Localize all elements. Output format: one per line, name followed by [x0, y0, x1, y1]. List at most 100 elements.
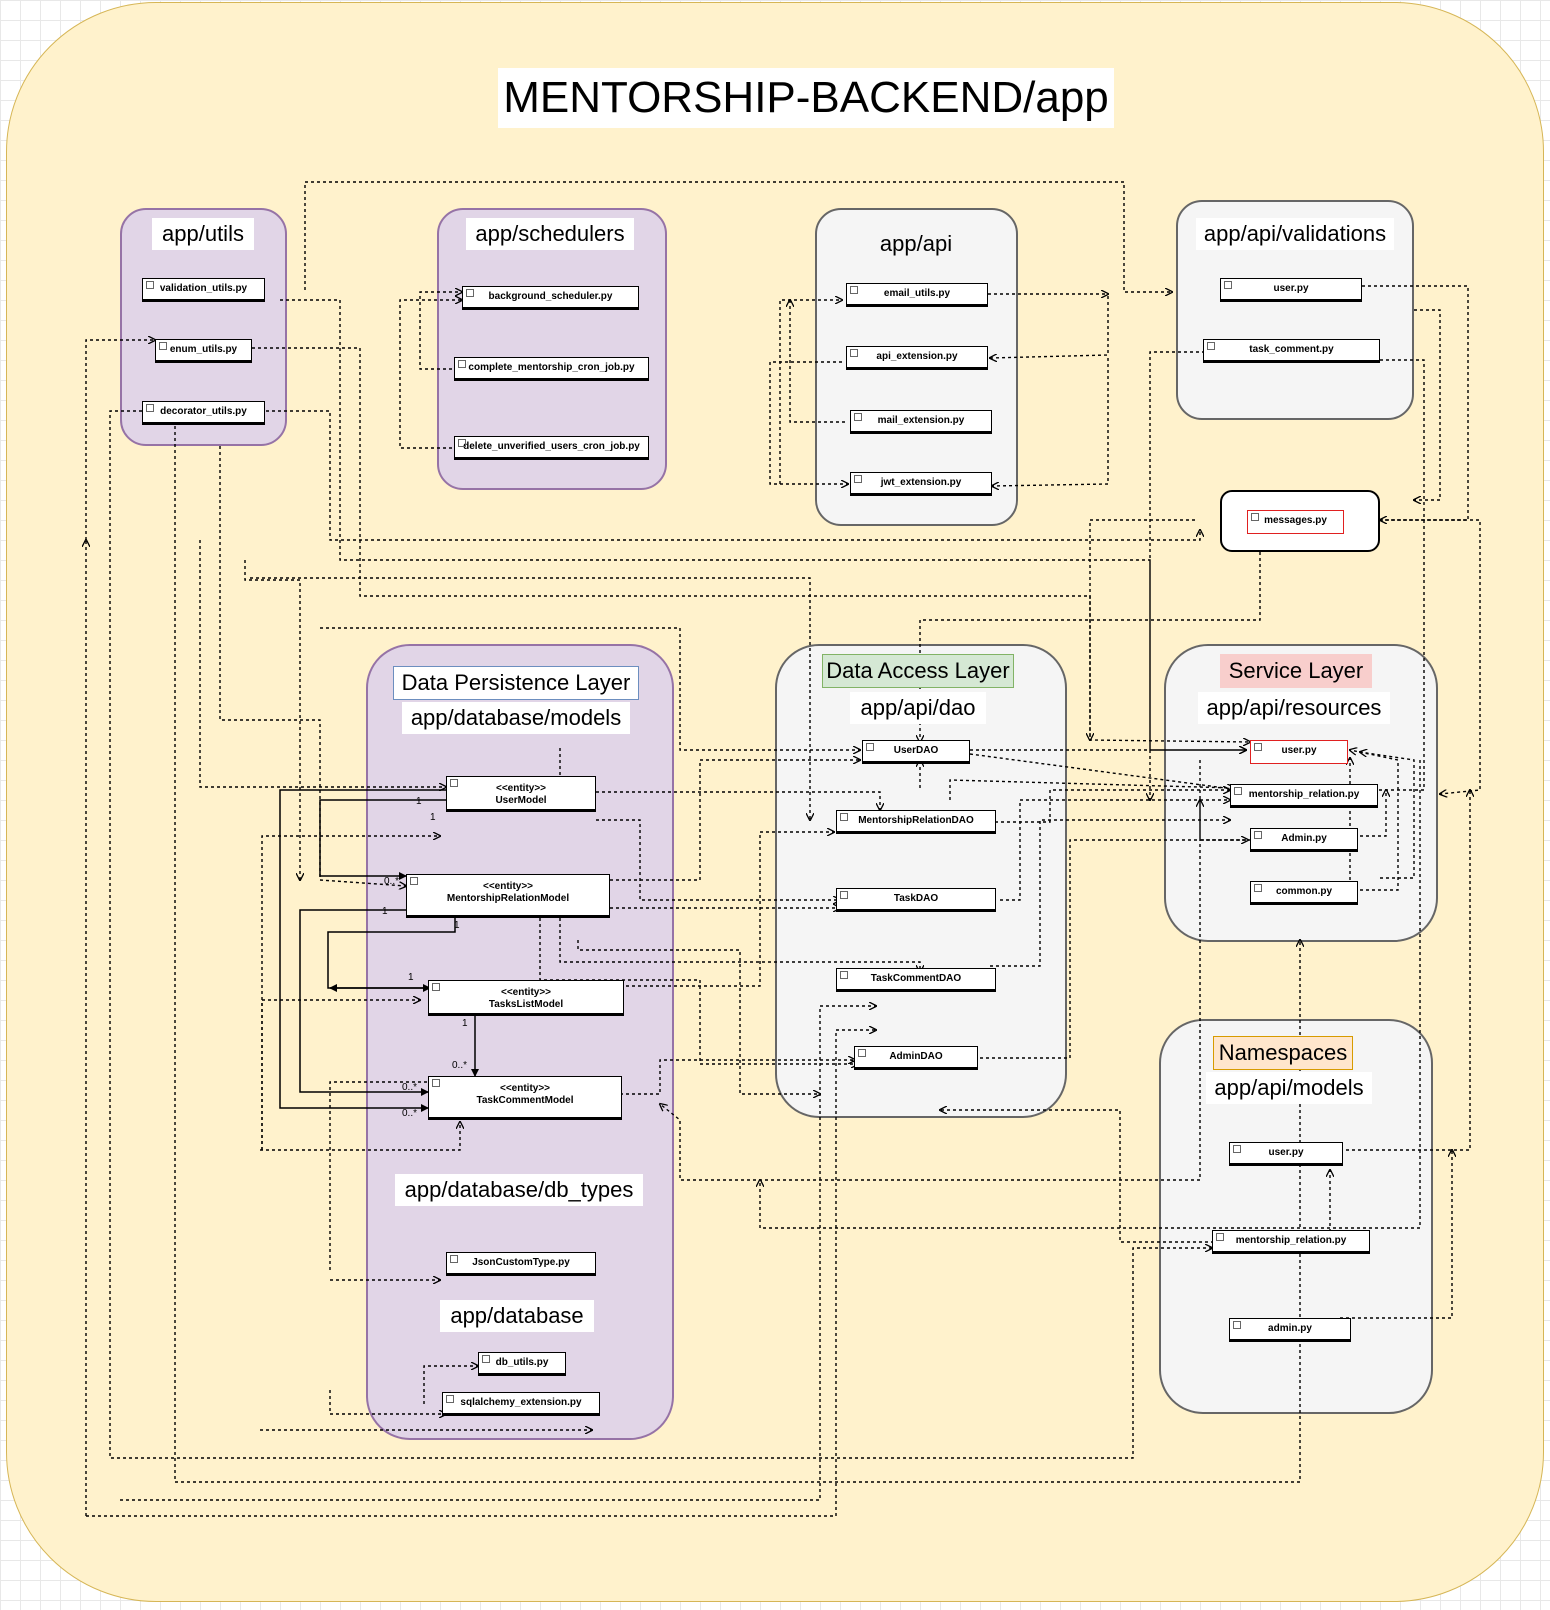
- multiplicity: 1: [408, 972, 414, 983]
- class-icon: [450, 1255, 458, 1263]
- class-icon: [1233, 1321, 1241, 1329]
- class-icon: [1207, 342, 1215, 350]
- file-label: sqlalchemy_extension.py: [460, 1397, 582, 1408]
- class-icon: [1254, 743, 1262, 751]
- namespaces-layer-title: Namespaces: [1213, 1036, 1353, 1070]
- diagram-title: MENTORSHIP-BACKEND/app: [498, 68, 1114, 128]
- multiplicity: 1: [430, 812, 436, 823]
- file-label: JsonCustomType.py: [472, 1257, 570, 1268]
- file-mail-extension[interactable]: mail_extension.py: [850, 410, 992, 434]
- file-validations-task-comment[interactable]: task_comment.py: [1203, 339, 1380, 363]
- class-icon: [840, 971, 848, 979]
- file-email-utils[interactable]: email_utils.py: [846, 283, 988, 307]
- class-icon: [866, 743, 874, 751]
- class-icon: [858, 1049, 866, 1057]
- class-icon: [850, 286, 858, 294]
- file-sqlalchemy-extension[interactable]: sqlalchemy_extension.py: [442, 1392, 600, 1416]
- validations-label: app/api/validations: [1196, 218, 1394, 250]
- service-label: app/api/resources: [1198, 692, 1390, 724]
- file-jwt-extension[interactable]: jwt_extension.py: [850, 472, 992, 496]
- file-mentorshiprelationdao[interactable]: MentorshipRelationDAO: [836, 810, 996, 834]
- file-resources-common[interactable]: common.py: [1250, 881, 1358, 905]
- file-label: db_utils.py: [495, 1357, 549, 1368]
- file-models-admin[interactable]: admin.py: [1229, 1318, 1351, 1342]
- file-label: user.py: [1281, 745, 1317, 756]
- class-icon: [850, 349, 858, 357]
- file-complete-mentorship-cron-job[interactable]: complete_mentorship_cron_job.py: [454, 357, 649, 381]
- file-decorator-utils[interactable]: decorator_utils.py: [142, 401, 265, 425]
- file-validations-user[interactable]: user.py: [1220, 278, 1362, 302]
- multiplicity: 0..*: [384, 876, 400, 887]
- file-label: user.py: [1273, 283, 1309, 294]
- file-db-utils[interactable]: db_utils.py: [478, 1352, 566, 1376]
- api-label: app/api: [879, 231, 953, 256]
- multiplicity: 0..*: [452, 1060, 468, 1071]
- persistence-dbtypes-label: app/database/db_types: [395, 1174, 643, 1206]
- service-layer-title: Service Layer: [1220, 654, 1372, 688]
- class-icon: [1234, 787, 1242, 795]
- dao-layer-title: Data Access Layer: [822, 654, 1014, 688]
- file-label: mail_extension.py: [877, 415, 965, 426]
- file-messages[interactable]: messages.py: [1247, 510, 1344, 534]
- file-label: enum_utils.py: [169, 344, 238, 355]
- file-label: admin.py: [1268, 1323, 1312, 1334]
- file-jsoncustomtype[interactable]: JsonCustomType.py: [446, 1252, 596, 1276]
- entity-stereotype: <<entity>>: [500, 987, 552, 998]
- class-icon: [1216, 1233, 1224, 1241]
- file-label: decorator_utils.py: [160, 406, 247, 417]
- file-resources-user[interactable]: user.py: [1250, 740, 1348, 764]
- multiplicity: 1: [416, 796, 422, 807]
- entity-stereotype: <<entity>>: [482, 881, 534, 892]
- file-resources-admin[interactable]: Admin.py: [1250, 828, 1358, 852]
- multiplicity: 0..*: [402, 1108, 418, 1119]
- class-icon: [458, 360, 466, 368]
- class-icon: [482, 1355, 490, 1363]
- file-delete-unverified-users-cron-job[interactable]: delete_unverified_users_cron_job.py: [454, 436, 649, 460]
- file-label: task_comment.py: [1249, 344, 1334, 355]
- file-taskdao[interactable]: TaskDAO: [836, 888, 996, 912]
- file-validation-utils[interactable]: validation_utils.py: [142, 278, 265, 302]
- class-icon: [854, 475, 862, 483]
- class-icon: [432, 1079, 440, 1087]
- file-label: validation_utils.py: [159, 283, 248, 294]
- entity-stereotype: <<entity>>: [499, 1083, 551, 1094]
- class-icon: [466, 289, 474, 297]
- persistence-database-label: app/database: [440, 1300, 594, 1332]
- class-icon: [146, 404, 154, 412]
- class-icon: [159, 342, 167, 350]
- entity-taskcommentmodel[interactable]: <<entity>>TaskCommentModel: [428, 1076, 622, 1120]
- utils-label: app/utils: [152, 218, 254, 250]
- file-label: jwt_extension.py: [880, 477, 962, 488]
- file-models-user[interactable]: user.py: [1229, 1142, 1343, 1166]
- persistence-models-label: app/database/models: [402, 702, 630, 734]
- file-label: api_extension.py: [876, 351, 958, 362]
- file-resources-mentorship-relation[interactable]: mentorship_relation.py: [1230, 784, 1378, 808]
- file-label: messages.py: [1264, 515, 1327, 526]
- file-label: AdminDAO: [889, 1051, 943, 1062]
- file-models-mentorship-relation[interactable]: mentorship_relation.py: [1212, 1230, 1370, 1254]
- entity-usermodel[interactable]: <<entity>>UserModel: [446, 776, 596, 812]
- multiplicity: 0..*: [402, 1082, 418, 1093]
- entity-name: TasksListModel: [488, 999, 564, 1010]
- file-taskcommentdao[interactable]: TaskCommentDAO: [836, 968, 996, 992]
- class-icon: [1251, 513, 1259, 521]
- file-label: Admin.py: [1281, 833, 1327, 844]
- class-icon: [146, 281, 154, 289]
- file-userdao[interactable]: UserDAO: [862, 740, 970, 764]
- file-label: mentorship_relation.py: [1248, 789, 1360, 800]
- file-label: TaskDAO: [893, 893, 939, 904]
- class-icon: [446, 1395, 454, 1403]
- file-background-scheduler[interactable]: background_scheduler.py: [462, 286, 639, 310]
- schedulers-label: app/schedulers: [466, 218, 634, 250]
- file-admindao[interactable]: AdminDAO: [854, 1046, 978, 1070]
- entity-mentorshiprelationmodel[interactable]: <<entity>>MentorshipRelationModel: [406, 874, 610, 918]
- class-icon: [840, 813, 848, 821]
- file-api-extension[interactable]: api_extension.py: [846, 346, 988, 370]
- file-label: MentorshipRelationDAO: [858, 815, 974, 826]
- file-enum-utils[interactable]: enum_utils.py: [155, 339, 252, 363]
- entity-taskslistmodel[interactable]: <<entity>>TasksListModel: [428, 980, 624, 1016]
- class-icon: [1233, 1145, 1241, 1153]
- multiplicity: 1: [382, 906, 388, 917]
- class-icon: [1254, 831, 1262, 839]
